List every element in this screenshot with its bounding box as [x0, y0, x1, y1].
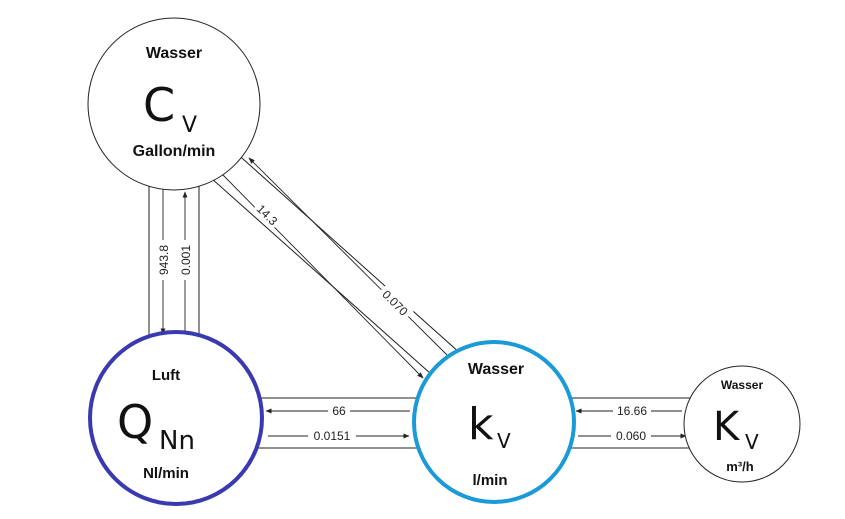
kvlarge-symbol: K — [713, 404, 741, 450]
node-qnn: Luft Q Nn Nl/min — [88, 330, 264, 506]
cv-unit: Gallon/min — [133, 143, 216, 160]
cv-symbol: C — [143, 78, 175, 132]
factor-qnn-to-cv-label: 0.001 — [179, 245, 193, 275]
qnn-medium: Luft — [152, 367, 180, 384]
node-kvlarge: Wasser K V m³/h — [683, 365, 801, 483]
cv-subscript: V — [182, 113, 197, 138]
node-cv: Wasser C V Gallon/min — [87, 17, 261, 191]
kv-medium: Wasser — [468, 361, 524, 378]
factor-qnn-to-kv: 0.0151 — [308, 429, 356, 443]
kvlarge-medium: Wasser — [721, 378, 764, 392]
qnn-symbol: Q — [117, 395, 153, 449]
kvlarge-unit: m³/h — [726, 459, 754, 474]
node-kv: Wasser k V l/min — [412, 340, 576, 504]
factor-qnn-to-kv-label: 0.0151 — [314, 429, 351, 443]
cv-medium: Wasser — [146, 45, 202, 62]
factor-kvlarge-to-kv-label: 16.66 — [617, 404, 647, 418]
factor-kv-to-qnn-label: 66 — [332, 404, 346, 418]
factor-kv-to-qnn: 66 — [328, 404, 350, 418]
kv-subscript: V — [497, 429, 511, 453]
kv-unit: l/min — [472, 472, 507, 489]
factor-kv-to-kvlarge-label: 0.060 — [616, 429, 646, 443]
kvlarge-subscript: V — [745, 430, 759, 454]
factor-cv-to-qnn: 943.8 — [157, 240, 171, 280]
connector-cv-kv — [210, 149, 462, 383]
qnn-unit: Nl/min — [143, 465, 189, 482]
factor-qnn-to-cv: 0.001 — [179, 240, 193, 280]
kv-symbol: k — [468, 399, 494, 450]
factor-cv-to-qnn-label: 943.8 — [157, 245, 171, 275]
qnn-subscript: Nn — [159, 426, 195, 456]
factor-kvlarge-to-kv: 16.66 — [613, 404, 651, 418]
factor-kv-to-kvlarge: 0.060 — [611, 429, 651, 443]
